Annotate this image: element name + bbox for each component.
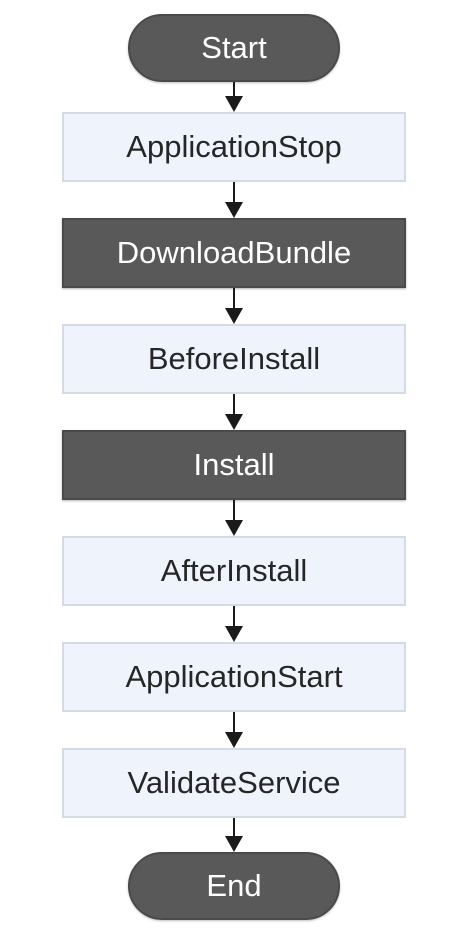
step-label: ApplicationStart bbox=[125, 659, 343, 694]
end-terminal: End bbox=[128, 852, 340, 920]
step-after-install: AfterInstall bbox=[62, 536, 406, 606]
flow-arrow bbox=[225, 818, 243, 852]
step-install: Install bbox=[62, 430, 406, 500]
step-application-start: ApplicationStart bbox=[62, 642, 406, 712]
flow-arrow bbox=[225, 606, 243, 642]
step-before-install: BeforeInstall bbox=[62, 324, 406, 394]
step-label: ValidateService bbox=[127, 765, 341, 800]
step-label: AfterInstall bbox=[160, 553, 308, 588]
step-application-stop: ApplicationStop bbox=[62, 112, 406, 182]
start-label: Start bbox=[201, 30, 267, 65]
flow-arrow bbox=[225, 288, 243, 324]
flow-arrow bbox=[225, 182, 243, 218]
step-label: Install bbox=[193, 447, 275, 482]
end-label: End bbox=[206, 868, 262, 903]
flow-arrow bbox=[225, 82, 243, 112]
step-validate-service: ValidateService bbox=[62, 748, 406, 818]
flow-arrow bbox=[225, 712, 243, 748]
step-label: BeforeInstall bbox=[147, 341, 321, 376]
step-label: ApplicationStop bbox=[126, 129, 342, 164]
start-terminal: Start bbox=[128, 14, 340, 82]
flow-arrow bbox=[225, 394, 243, 430]
step-label: DownloadBundle bbox=[116, 235, 352, 270]
step-download-bundle: DownloadBundle bbox=[62, 218, 406, 288]
flow-arrow bbox=[225, 500, 243, 536]
